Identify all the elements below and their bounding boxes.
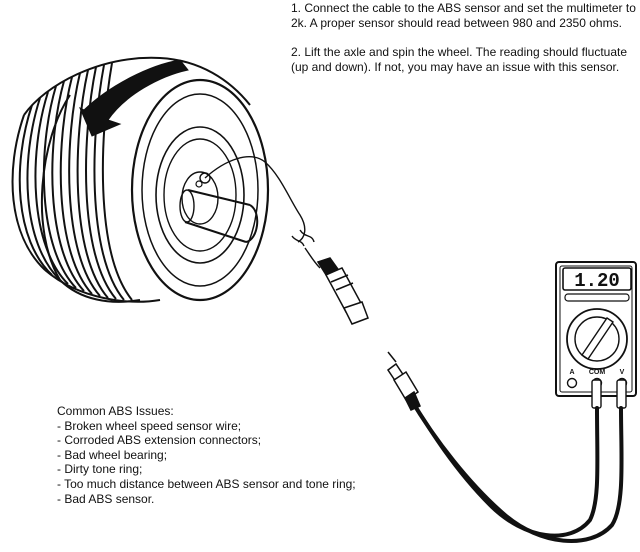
issue-item: - Corroded ABS extension connectors; [57,433,262,448]
issue-item: - Broken wheel speed sensor wire; [57,418,242,433]
multimeter: 1.20 A COM V [555,261,637,409]
issue-item: - Bad ABS sensor. [57,491,155,506]
abs-sensor-plug [316,257,369,325]
port-a [566,377,578,389]
issue-item: - Too much distance between ABS sensor a… [57,476,356,491]
curved-arrow-icon [79,59,189,137]
wheel-illustration [11,56,270,303]
instruction-step-2: 2. Lift the axle and spin the wheel. The… [291,45,628,74]
port-label-v: V [620,369,625,376]
issue-item: - Bad wheel bearing; [57,447,168,462]
multimeter-probe-connector [386,351,421,411]
abs-sensor-cable [204,156,321,269]
multimeter-reading: 1.20 [574,270,620,292]
test-leads [408,396,624,543]
instruction-step-1: 1. Connect the cable to the ABS sensor a… [291,1,636,30]
multimeter-display [562,267,632,291]
common-issues-list: Common ABS Issues: - Broken wheel speed … [57,404,356,506]
port-label-com: COM [589,369,606,376]
issue-item: - Dirty tone ring; [57,462,143,477]
port-label-a: A [569,369,574,376]
issues-title: Common ABS Issues: [57,404,174,418]
